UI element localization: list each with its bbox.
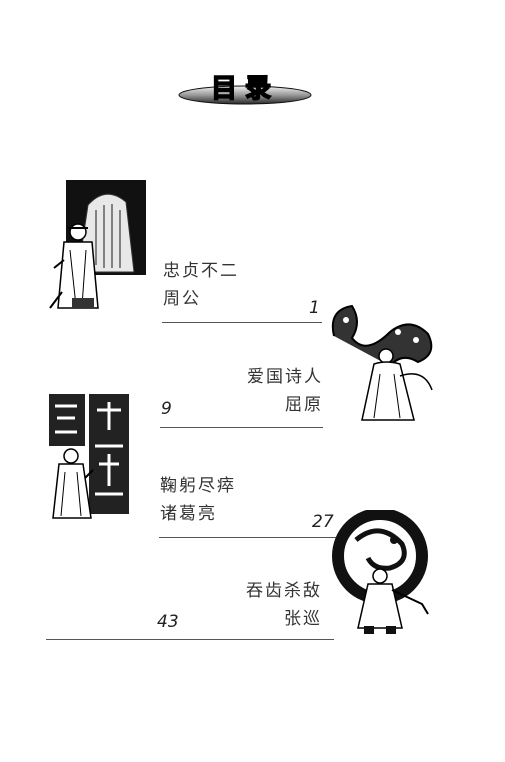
duke-zhou-illustration — [48, 180, 148, 315]
divider-line — [159, 537, 347, 538]
toc-entry-name: 诸葛亮 — [160, 504, 217, 524]
toc-entry-1[interactable]: 忠贞不二 周公 — [163, 257, 239, 313]
toc-entry-2[interactable]: 爱国诗人 屈原 — [243, 363, 323, 419]
page-number: 27 — [312, 512, 334, 532]
toc-entry-name: 张巡 — [284, 609, 322, 629]
toc-title-banner: 目录 — [176, 68, 314, 110]
toc-entry-3[interactable]: 鞠躬尽瘁 诸葛亮 — [160, 472, 236, 528]
qu-yuan-illustration — [328, 296, 438, 426]
divider-line — [46, 639, 334, 640]
toc-entry-4[interactable]: 吞齿杀敌 张巡 — [240, 577, 322, 633]
toc-entry-title: 爱国诗人 — [247, 367, 323, 387]
toc-entry-title: 吞齿杀敌 — [246, 581, 322, 601]
toc-title: 目录 — [211, 74, 279, 104]
toc-entry-title: 忠贞不二 — [163, 261, 239, 281]
page-number: 9 — [161, 399, 172, 419]
toc-entry-name: 屈原 — [285, 395, 323, 415]
zhuge-liang-illustration — [47, 390, 132, 525]
zhang-xun-illustration — [330, 510, 435, 638]
page-number: 43 — [157, 612, 179, 632]
divider-line — [162, 322, 322, 323]
toc-entry-title: 鞠躬尽瘁 — [160, 476, 236, 496]
toc-entry-name: 周公 — [163, 289, 201, 309]
page-number: 1 — [309, 298, 320, 318]
divider-line — [160, 427, 323, 428]
